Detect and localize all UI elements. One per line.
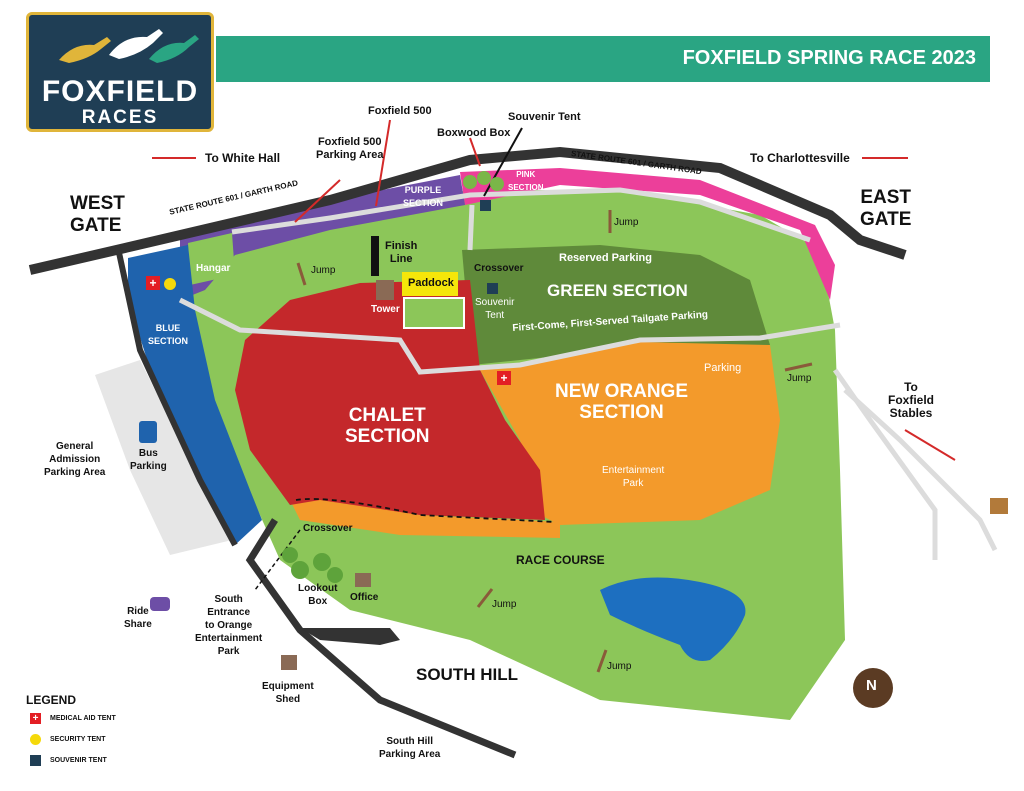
blue-section-label: BLUE SECTION bbox=[148, 323, 189, 346]
general-admission-parking-area[interactable] bbox=[95, 360, 232, 555]
chalet-section-area[interactable] bbox=[235, 280, 545, 520]
compass-rose-icon bbox=[853, 668, 893, 708]
dashed-walkway bbox=[295, 498, 556, 523]
race-course-label: RACE COURSE bbox=[516, 553, 605, 567]
souvenir-tent-top-label: Souvenir Tent bbox=[508, 111, 581, 123]
blue-section-area[interactable] bbox=[128, 245, 262, 545]
internal-path-stables-2 bbox=[843, 388, 998, 552]
chalet-section-label: CHALET SECTION bbox=[345, 405, 430, 447]
legend-security-label: SECURITY TENT bbox=[50, 736, 106, 743]
jump-label-5: Jump bbox=[607, 661, 632, 672]
medical-cross-icon: + bbox=[30, 713, 41, 724]
paddock-label: Paddock bbox=[408, 277, 454, 289]
crossover-top-label: Crossover bbox=[474, 263, 524, 274]
orange-crossover-strip bbox=[290, 495, 560, 538]
jump-label-1: Jump bbox=[311, 265, 336, 276]
state-route-601-road bbox=[28, 146, 907, 275]
ride-share-label: Ride Share bbox=[124, 606, 152, 630]
jump-label-3: Jump bbox=[787, 373, 812, 384]
to-foxfield-stables-label: To Foxfield Stables bbox=[888, 380, 935, 420]
foxfield-races-logo: FOXFIELD RACES bbox=[26, 12, 214, 132]
foxfield-500-label: Foxfield 500 bbox=[368, 105, 432, 117]
medical-aid-tent-west: + bbox=[146, 276, 160, 290]
jump-label-4: Jump bbox=[492, 599, 517, 610]
stables-building-icon bbox=[990, 498, 1008, 514]
hangar-area[interactable] bbox=[188, 233, 235, 285]
crossover-bottom-label: Crossover bbox=[303, 523, 353, 534]
page-title: FOXFIELD SPRING RACE 2023 bbox=[682, 47, 976, 69]
paddock-ring bbox=[403, 297, 465, 329]
east-gate-label: EAST GATE bbox=[860, 187, 912, 230]
green-section-label: GREEN SECTION bbox=[547, 281, 688, 300]
lookout-trees-icon bbox=[282, 547, 343, 583]
new-orange-section-label: NEW ORANGE SECTION bbox=[555, 381, 688, 423]
internal-path-main bbox=[178, 297, 841, 375]
boxwood-box-label: Boxwood Box bbox=[437, 127, 511, 139]
general-admission-label: General Admission Parking Area bbox=[44, 441, 106, 478]
equipment-shed-icon bbox=[281, 655, 297, 670]
horses-jumping-icon bbox=[59, 29, 199, 63]
foxfield-500-parking-label: Foxfield 500 Parking Area bbox=[316, 136, 384, 161]
office-label: Office bbox=[350, 592, 379, 603]
medical-aid-tent-orange: + bbox=[497, 371, 511, 385]
tshirt-icon bbox=[30, 755, 41, 766]
logo-text-races: RACES bbox=[81, 107, 159, 128]
green-section-area[interactable] bbox=[462, 245, 770, 365]
bus-parking-label: Bus Parking bbox=[130, 448, 167, 472]
to-white-hall-label: To White Hall bbox=[205, 151, 281, 165]
purple-section-label: PURPLE SECTION bbox=[403, 185, 444, 208]
tshirt-icon bbox=[487, 283, 498, 294]
pointer-arrows bbox=[152, 119, 956, 461]
paddock-yellow-box[interactable] bbox=[402, 272, 458, 296]
tshirt-icon bbox=[480, 200, 491, 211]
tower-icon bbox=[376, 280, 394, 300]
south-hill-parking-label: South Hill Parking Area bbox=[379, 736, 441, 760]
finish-line-label: Finish Line bbox=[385, 240, 418, 265]
new-orange-section-area[interactable] bbox=[480, 342, 780, 525]
reserved-parking-label: Reserved Parking bbox=[559, 252, 652, 264]
souvenir-tent-mid-label: Souvenir Tent bbox=[475, 297, 515, 321]
legend-title: LEGEND bbox=[26, 693, 77, 707]
tower-label: Tower bbox=[371, 304, 400, 315]
pink-section-area[interactable] bbox=[460, 168, 835, 300]
equipment-shed-label: Equipment Shed bbox=[262, 681, 314, 705]
parking-label: Parking bbox=[704, 362, 742, 374]
pink-section-label: PINK SECTION bbox=[508, 170, 544, 192]
west-gate-label: WEST GATE bbox=[70, 193, 125, 236]
lake bbox=[600, 577, 746, 661]
jump-label-2: Jump bbox=[614, 217, 639, 228]
title-banner: FOXFIELD SPRING RACE 2023 bbox=[216, 36, 990, 82]
compass-letter: N bbox=[866, 677, 877, 694]
to-charlottesville-label: To Charlottesville bbox=[750, 151, 850, 165]
finish-line-flag bbox=[371, 236, 379, 276]
office-building-icon bbox=[355, 573, 371, 587]
security-tent-west bbox=[164, 278, 176, 290]
logo-text-foxfield: FOXFIELD bbox=[41, 75, 199, 108]
dashed-south-entrance bbox=[254, 529, 301, 591]
hangar-label: Hangar bbox=[196, 263, 231, 274]
legend-medical-label: MEDICAL AID TENT bbox=[50, 715, 116, 722]
bus-icon bbox=[139, 421, 157, 443]
car-icon bbox=[150, 597, 170, 611]
south-hill-branch bbox=[300, 628, 400, 645]
security-badge-icon bbox=[30, 734, 41, 745]
internal-path-north bbox=[231, 187, 811, 243]
legend-souvenir-label: SOUVENIR TENT bbox=[50, 757, 107, 764]
west-road-south bbox=[115, 247, 238, 547]
lookout-box-label: Lookout Box bbox=[298, 583, 338, 607]
jump-markers bbox=[296, 210, 813, 673]
internal-path-crossover bbox=[467, 204, 475, 251]
entertainment-park-label: Entertainment Park bbox=[602, 465, 665, 489]
south-hill-label: SOUTH HILL bbox=[416, 665, 518, 684]
south-entrance-label: South Entrance to Orange Entertainment P… bbox=[195, 594, 263, 657]
boxwood-trees-icon bbox=[463, 171, 504, 191]
south-entrance-road bbox=[245, 518, 517, 759]
